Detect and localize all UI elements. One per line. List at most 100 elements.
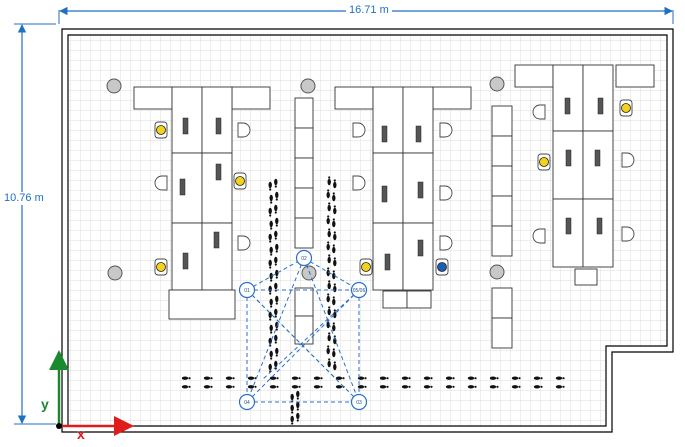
footprint-icon — [332, 324, 336, 332]
footprint-icon — [274, 263, 277, 266]
footprint-icon — [274, 204, 278, 212]
footprint-icon — [275, 295, 279, 303]
footprint-icon — [274, 341, 277, 344]
footprint-icon — [268, 285, 272, 293]
anchor-01: 01 — [238, 281, 256, 299]
footprint-icon — [342, 377, 345, 380]
footprint-icon — [275, 243, 279, 251]
footprint-icon — [276, 385, 279, 388]
footprint-icon — [269, 376, 277, 380]
footprint-icon — [533, 385, 541, 389]
footprint-icon — [332, 218, 335, 221]
footprint-icon — [326, 347, 330, 355]
footprint-icon — [269, 246, 273, 254]
footprint-icon — [274, 315, 277, 318]
footprint-icon — [357, 385, 365, 389]
footprint-icon — [268, 233, 272, 241]
footprint-icon — [274, 237, 277, 240]
footprint-icon — [275, 354, 278, 357]
footprint-icon — [320, 377, 323, 380]
footprint-icon — [333, 311, 337, 319]
footprint-icon — [401, 376, 409, 380]
footprint-icon — [364, 377, 367, 380]
footprint-icon — [332, 350, 336, 358]
footprint-icon — [274, 230, 278, 238]
footprint-icon — [332, 322, 335, 325]
desk-cluster-right — [514, 64, 655, 286]
footprint-icon — [254, 385, 257, 388]
footprint-icon — [188, 377, 191, 380]
footprint-icon — [333, 181, 337, 189]
footprint-icon — [335, 376, 343, 380]
footprint-icon — [232, 377, 235, 380]
footprint-icon — [474, 377, 477, 380]
footprint-icon — [326, 191, 330, 199]
x-axis-label: x — [77, 426, 85, 442]
footprint-icon — [540, 377, 543, 380]
footprint-icon — [423, 376, 431, 380]
footprint-icon — [274, 256, 278, 264]
footprint-icon — [296, 419, 299, 422]
footprint-icon — [540, 385, 543, 388]
footprint-icon — [275, 224, 278, 227]
footprint-icon — [326, 295, 330, 303]
anchor-label-01: 01 — [244, 288, 250, 294]
footprint-icon — [269, 188, 272, 191]
cabinet-right — [491, 105, 513, 349]
footprint-icon — [298, 377, 301, 380]
footprint-icon — [333, 233, 337, 241]
footprint-icon — [275, 191, 279, 199]
footprint-icon — [210, 377, 213, 380]
footprint-icon — [333, 257, 336, 260]
footprint-icon — [423, 385, 431, 389]
footprint-icon — [270, 331, 273, 334]
footprint-icon — [225, 385, 233, 389]
footprint-icon — [332, 244, 335, 247]
footprint-icon — [327, 230, 331, 238]
footprint-icon — [269, 292, 272, 295]
footprint-icon — [181, 385, 189, 389]
footprint-icon — [518, 377, 521, 380]
footprint-icon — [328, 254, 331, 257]
anchor-0506: 05/06 — [350, 281, 368, 299]
footprint-icon — [269, 385, 277, 389]
footprint-icon — [268, 259, 272, 267]
footprint-icon — [518, 385, 521, 388]
footprint-icon — [290, 415, 294, 423]
footprint-icon — [327, 360, 331, 368]
footprint-icon — [291, 385, 299, 389]
footprint-icon — [328, 306, 331, 309]
footprint-icon — [210, 385, 213, 388]
footprint-icon — [269, 266, 272, 269]
anchor-02: 02 — [295, 249, 313, 267]
footprint-icon — [333, 361, 336, 364]
footprint-icon — [496, 377, 499, 380]
footprint-icon — [268, 337, 272, 345]
footprint-icon — [327, 189, 330, 192]
footprint-icon — [275, 198, 278, 201]
footprint-icon — [269, 220, 273, 228]
footprint-icon — [290, 393, 294, 401]
anchor-label-03: 03 — [356, 400, 362, 406]
footprint-icon — [333, 259, 337, 267]
footprint-icon — [379, 385, 387, 389]
footprint-icon — [274, 308, 278, 316]
footprint-icon — [386, 377, 389, 380]
footprint-icon — [274, 178, 278, 186]
footprint-icon — [333, 363, 337, 371]
footprint-icon — [275, 276, 278, 279]
anchor-links — [246, 257, 360, 403]
cabinet-center — [294, 97, 314, 345]
anchor-label-0506: 05/06 — [353, 288, 366, 294]
footprint-icon — [181, 376, 189, 380]
footprint-icon — [555, 385, 563, 389]
footprint-icon — [332, 296, 335, 299]
footprint-icon — [232, 385, 235, 388]
footprint-icon — [275, 269, 279, 277]
height-dimension — [14, 23, 56, 425]
footprint-icon — [474, 385, 477, 388]
footprint-icon — [313, 376, 321, 380]
footprint-icon — [270, 279, 273, 282]
footprint-icon — [328, 358, 331, 361]
